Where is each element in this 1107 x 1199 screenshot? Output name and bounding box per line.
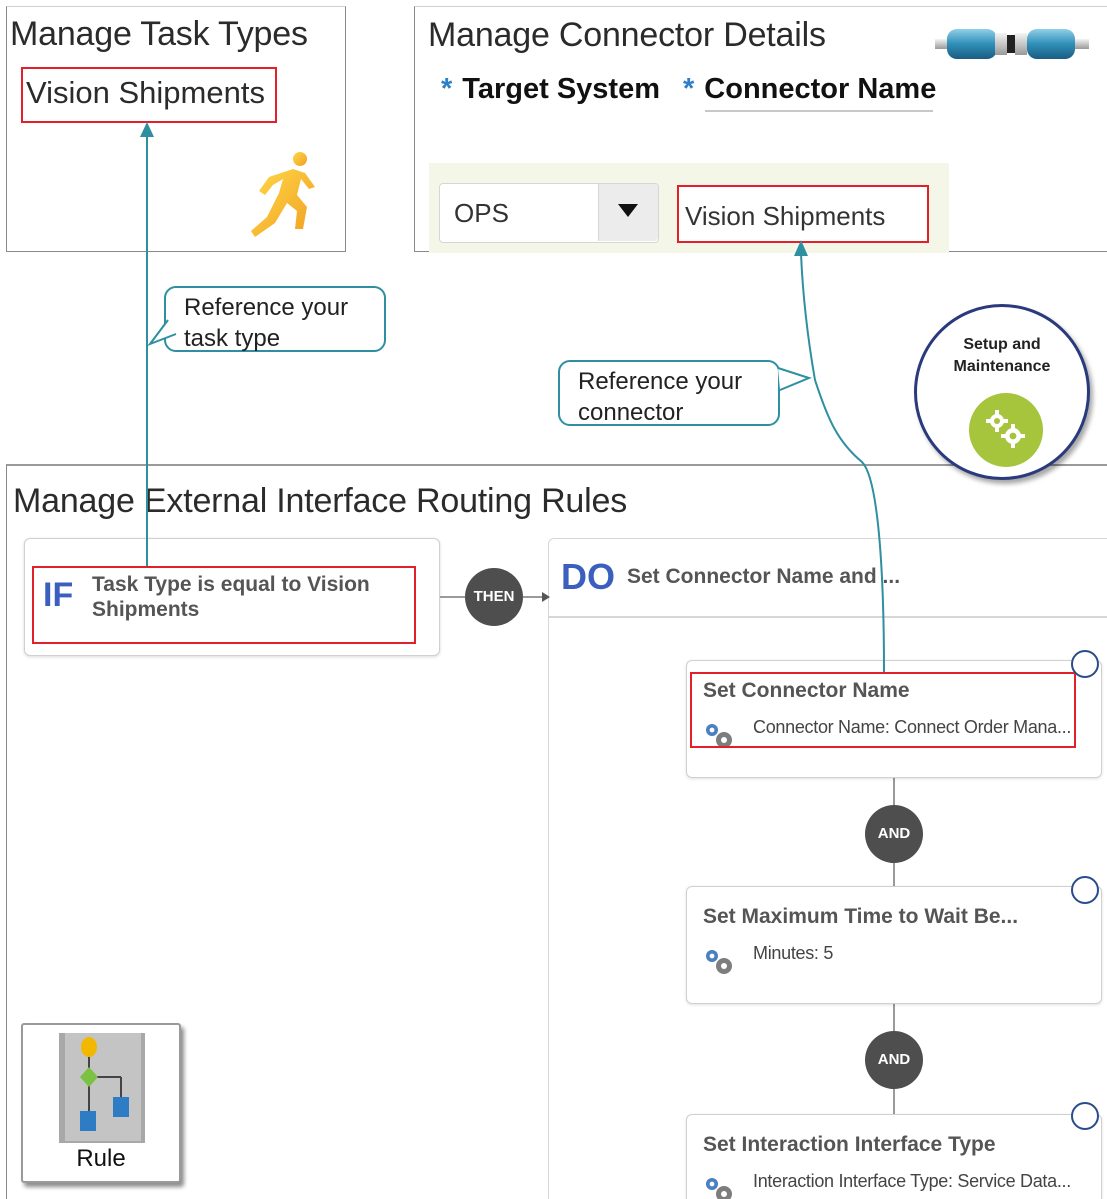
action-detail: Interaction Interface Type: Service Data… bbox=[753, 1171, 1071, 1191]
rule-tile[interactable]: Rule bbox=[21, 1023, 181, 1183]
task-type-value: Vision Shipments bbox=[26, 75, 265, 110]
task-types-title: Manage Task Types bbox=[10, 15, 308, 53]
connector-name-field[interactable]: Vision Shipments bbox=[677, 185, 929, 243]
connector-details-title: Manage Connector Details bbox=[428, 16, 826, 54]
set-connector-name-highlight bbox=[690, 672, 1076, 748]
gears-icon bbox=[706, 724, 732, 748]
setup-and-maintenance-label: Setup and Maintenance bbox=[953, 336, 1051, 375]
action-title: Set Interaction Interface Type bbox=[703, 1133, 996, 1156]
target-system-select[interactable]: OPS bbox=[439, 183, 659, 243]
and-connector: AND bbox=[865, 1031, 923, 1089]
action-select-radio[interactable] bbox=[1071, 876, 1099, 904]
do-actions-card[interactable] bbox=[548, 538, 1107, 1199]
connector-name-underline bbox=[705, 110, 933, 112]
connector-callout: Reference your connector bbox=[558, 360, 780, 426]
connector-details-panel: Manage Connector Details *Target System … bbox=[414, 6, 1107, 253]
required-marker: * bbox=[683, 73, 695, 105]
target-system-label: *Target System bbox=[441, 73, 661, 105]
do-header-divider bbox=[548, 616, 1107, 618]
connector-name-label: *Connector Name bbox=[683, 73, 937, 105]
gears-icon bbox=[706, 950, 732, 974]
connector-callout-tail bbox=[777, 367, 812, 391]
setup-and-maintenance-badge[interactable]: Setup and Maintenance bbox=[914, 304, 1090, 480]
action-set-interaction-interface[interactable]: Set Interaction Interface Type Interacti… bbox=[686, 1114, 1102, 1199]
action-title: Set Connector Name bbox=[703, 679, 910, 702]
connector-plug-icon bbox=[935, 29, 1089, 59]
do-title: Set Connector Name and ... bbox=[627, 565, 901, 588]
action-link-line bbox=[893, 778, 895, 806]
if-keyword: IF bbox=[43, 576, 74, 614]
gears-icon bbox=[706, 1178, 732, 1199]
do-keyword: DO bbox=[561, 556, 615, 597]
routing-rules-title: Manage External Interface Routing Rules bbox=[13, 482, 627, 520]
and-connector: AND bbox=[865, 805, 923, 863]
rule-flow-icon bbox=[59, 1033, 145, 1143]
action-set-max-wait[interactable]: Set Maximum Time to Wait Be... Minutes: … bbox=[686, 886, 1102, 1004]
action-detail: Minutes: 5 bbox=[753, 943, 834, 963]
chevron-down-icon bbox=[618, 204, 638, 217]
action-select-radio[interactable] bbox=[1071, 650, 1099, 678]
task-types-panel: Manage Task Types Vision Shipments bbox=[6, 6, 346, 252]
action-select-radio[interactable] bbox=[1071, 1102, 1099, 1130]
if-condition-text: Task Type is equal to Vision Shipments bbox=[92, 573, 370, 621]
then-connector: THEN bbox=[465, 568, 523, 626]
setup-gear-icon bbox=[969, 393, 1043, 467]
action-detail: Connector Name: Connect Order Mana... bbox=[753, 717, 1072, 737]
target-system-dropdown-button[interactable] bbox=[598, 184, 658, 241]
running-person-icon bbox=[251, 152, 315, 237]
rule-label: Rule bbox=[76, 1145, 126, 1172]
connector-name-value: Vision Shipments bbox=[685, 201, 886, 231]
action-link-line bbox=[893, 1004, 895, 1032]
action-title: Set Maximum Time to Wait Be... bbox=[703, 905, 1019, 928]
action-link-line bbox=[893, 862, 895, 888]
required-marker: * bbox=[441, 73, 453, 105]
if-condition-highlight bbox=[32, 566, 416, 644]
action-link-line bbox=[893, 1088, 895, 1116]
task-type-callout: Reference your task type bbox=[164, 286, 386, 352]
if-condition-card[interactable] bbox=[24, 538, 440, 656]
action-set-connector-name[interactable]: Set Connector Name Connector Name: Conne… bbox=[686, 660, 1102, 778]
target-system-value: OPS bbox=[454, 198, 509, 228]
task-type-value-field[interactable]: Vision Shipments bbox=[21, 67, 277, 123]
